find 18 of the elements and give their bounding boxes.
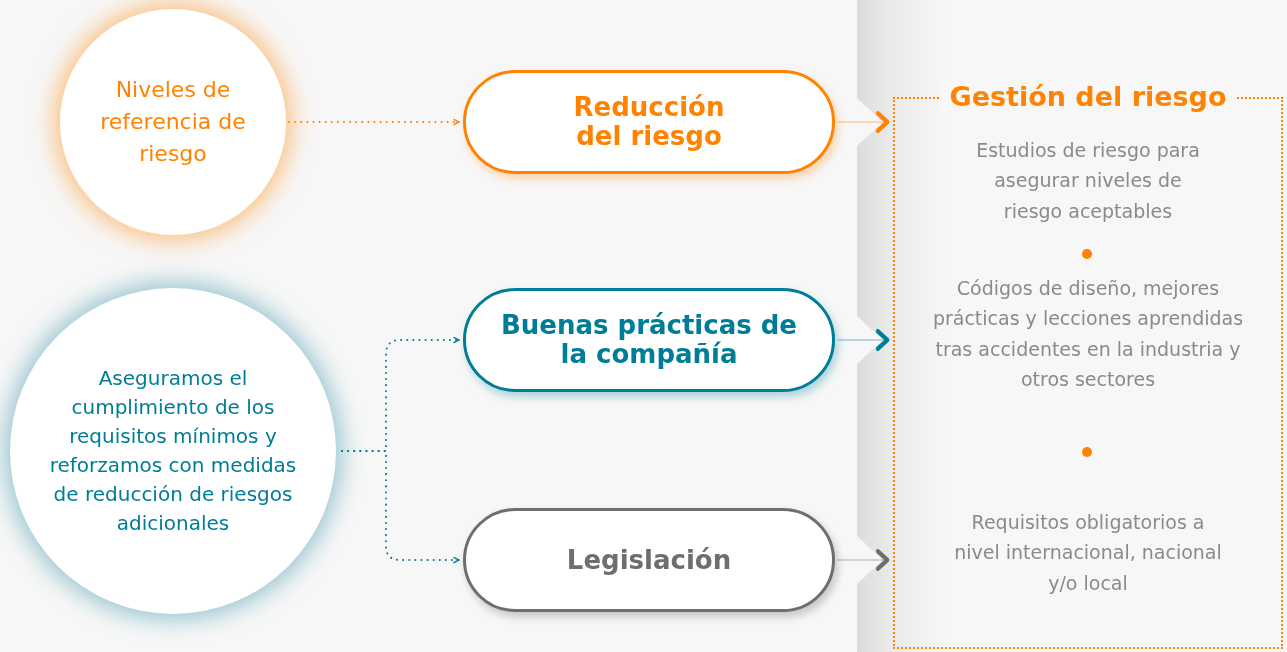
chevron-arrow [837,113,890,131]
dotted-arrow [341,450,460,564]
circle-text: Aseguramos el cumplimiento de los requisitos mínimos y reforzamos con medidas de reducción de riesgos adicionales [48,365,298,537]
description-text: Requisitos obligatorios a nivel internacional, nacional y/o local [953,507,1223,599]
circle-text: Niveles de referencia de riesgo [99,76,247,168]
box-label: Buenas prácticas de la compañía [500,311,798,369]
rounded-box [463,288,835,392]
description-text: Códigos de diseño, mejores prácticas y lecciones aprendidas tras accidentes en la industria y otros sectores [913,273,1263,395]
chevron-arrow [837,331,890,349]
rounded-box [463,508,835,612]
box-label: Legislación [565,545,733,575]
chevron-arrow [837,551,890,569]
description-text: Estudios de riesgo para asegurar niveles de riesgo aceptables [963,135,1213,227]
box-label: Reducción del riesgo [572,93,726,151]
rounded-box [463,70,835,174]
dotted-arrow [288,118,460,126]
circle-node [10,288,336,614]
circle-node [60,9,286,235]
